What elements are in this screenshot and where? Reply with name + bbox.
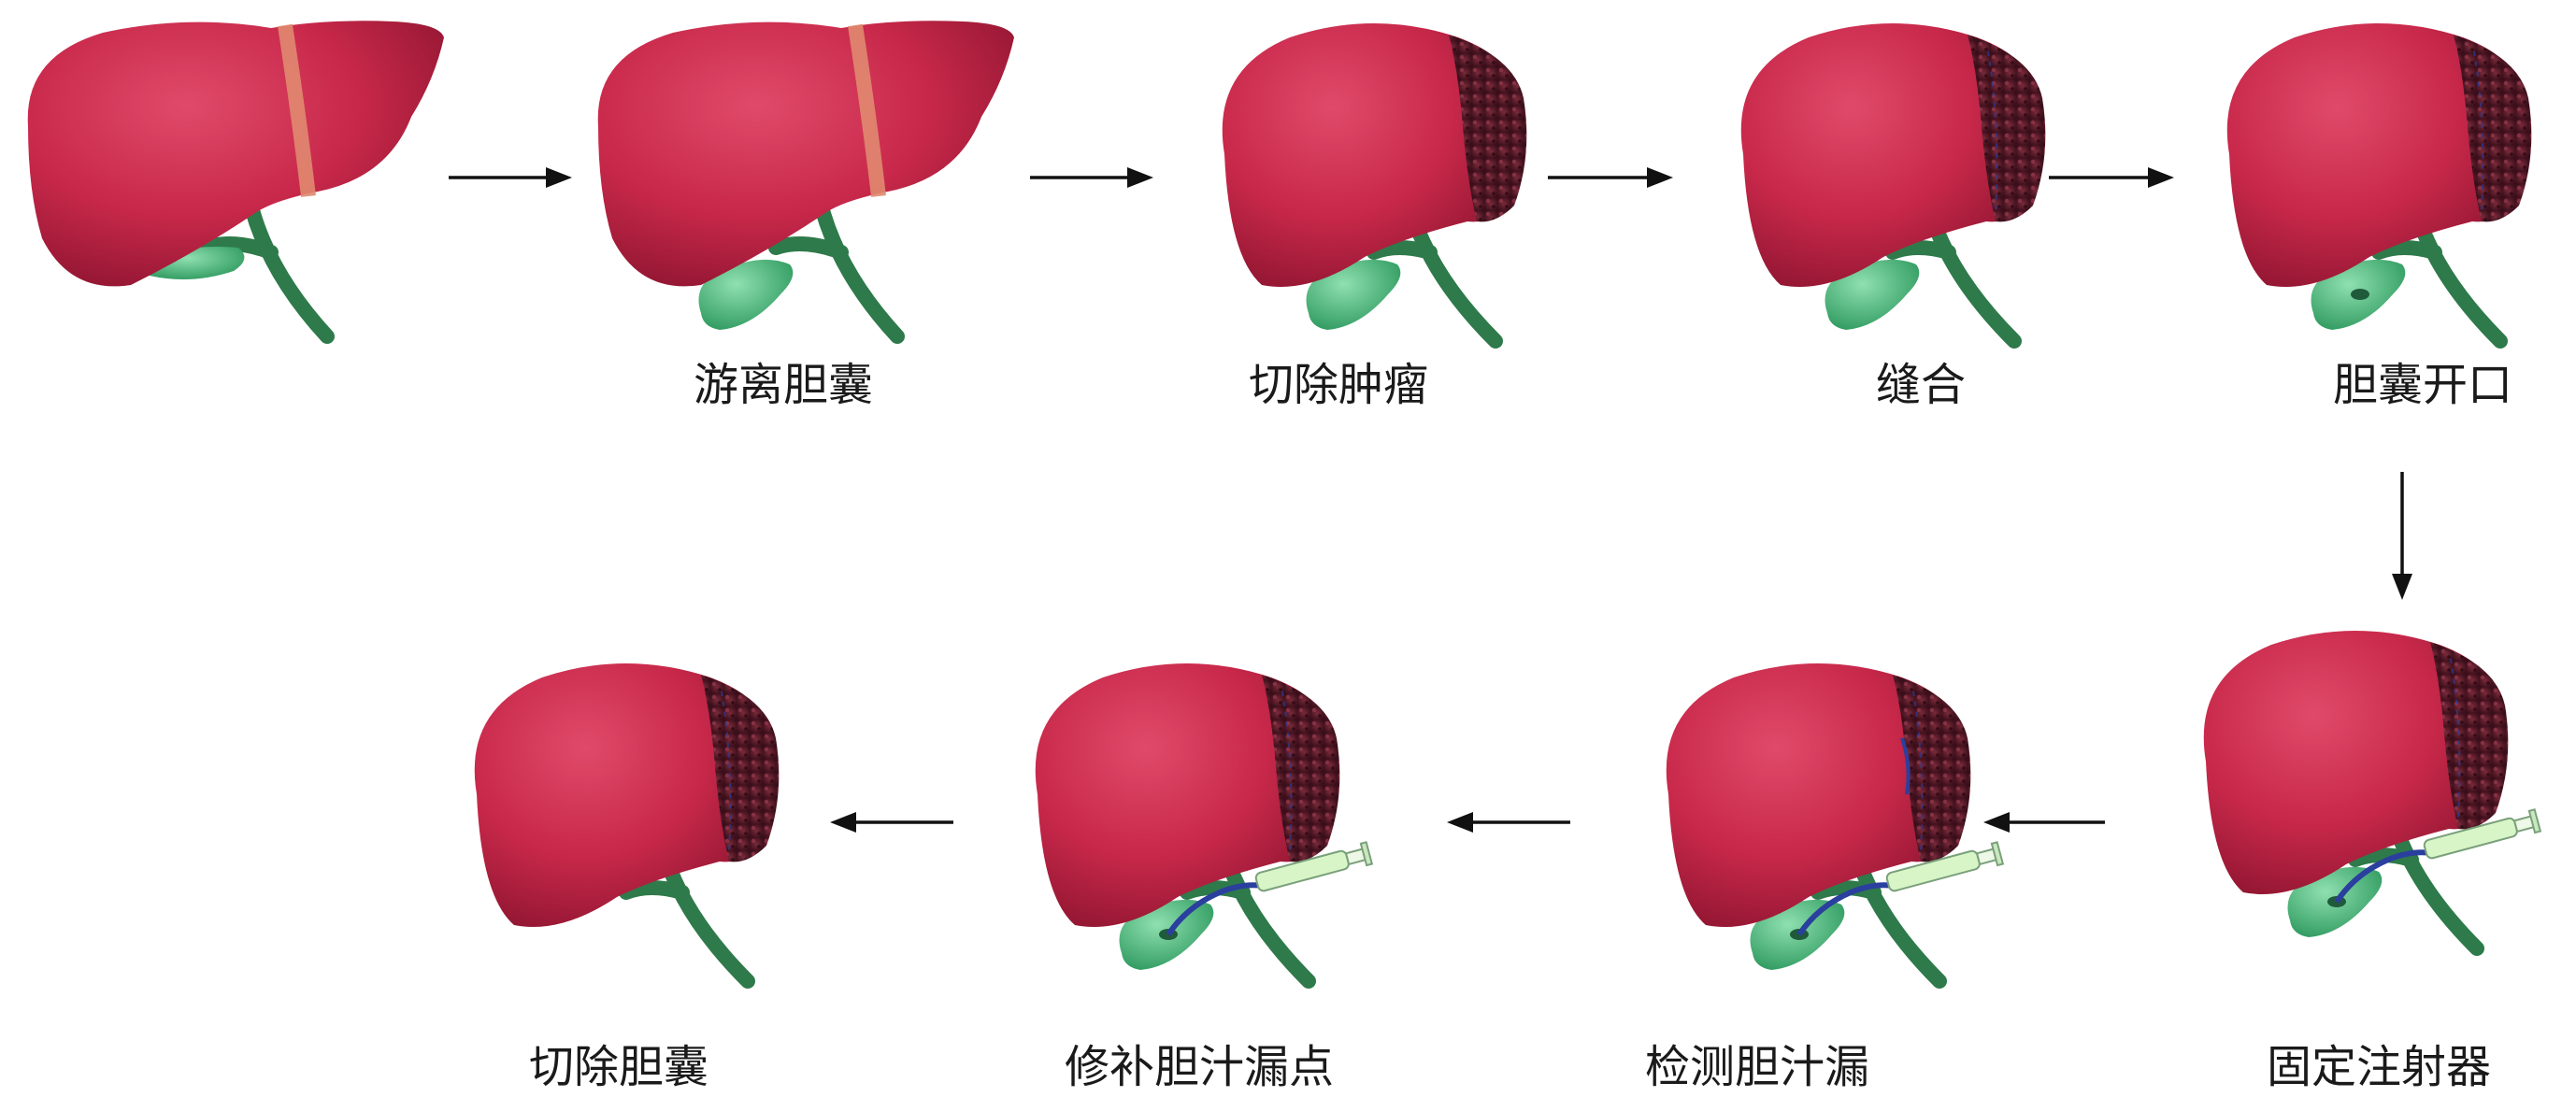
ligament-band bbox=[278, 23, 316, 197]
arrow-left-2 bbox=[1447, 812, 1570, 833]
step-label-9: 切除胆囊 bbox=[529, 1041, 708, 1093]
resection-surface bbox=[2454, 35, 2532, 222]
gallbladder bbox=[698, 259, 794, 330]
arrow-right-2 bbox=[1030, 167, 1153, 188]
connecting-tube bbox=[1166, 882, 1263, 936]
liver-model-step-9 bbox=[474, 663, 780, 989]
resection-surface bbox=[1449, 35, 1527, 222]
connecting-tube bbox=[1796, 882, 1894, 936]
liver bbox=[474, 663, 765, 927]
liver-model-step-8 bbox=[1035, 663, 1374, 989]
connecting-tube bbox=[2334, 849, 2431, 904]
syringe bbox=[2423, 808, 2542, 860]
gallbladder bbox=[1825, 259, 1920, 330]
resection-surface bbox=[2430, 642, 2509, 830]
syringe bbox=[1254, 841, 1374, 892]
gallbladder bbox=[1306, 259, 1401, 330]
liver bbox=[27, 21, 444, 287]
ligament-band bbox=[848, 23, 886, 197]
step-label-5: 胆囊开口 bbox=[2333, 359, 2512, 411]
liver-model-step-2 bbox=[597, 21, 1014, 344]
liver-model-step-5 bbox=[2226, 23, 2532, 349]
bile-duct bbox=[768, 203, 905, 344]
resection-surface bbox=[1262, 675, 1340, 862]
liver-model-step-3 bbox=[1222, 23, 1527, 349]
liver bbox=[2226, 23, 2517, 287]
syringe bbox=[1885, 841, 2005, 892]
liver-model-step-6 bbox=[2203, 631, 2542, 956]
arrow-left-3 bbox=[830, 812, 953, 833]
bile-leak-trace bbox=[1900, 737, 1911, 795]
step-label-3: 切除肿瘤 bbox=[1249, 359, 1428, 411]
liver-model-step-4 bbox=[1740, 23, 2046, 349]
liver-model-step-1 bbox=[27, 21, 444, 344]
arrow-right-4 bbox=[2049, 167, 2174, 188]
step-label-4: 缝合 bbox=[1876, 359, 1966, 411]
bile-duct bbox=[198, 203, 335, 344]
arrow-right-3 bbox=[1548, 167, 1673, 188]
arrow-right-1 bbox=[449, 167, 572, 188]
step-label-7: 检测胆汁漏 bbox=[1645, 1041, 1869, 1093]
liver bbox=[1666, 663, 1956, 927]
step-label-6: 固定注射器 bbox=[2267, 1041, 2491, 1093]
liver bbox=[2203, 631, 2494, 894]
step-label-8: 修补胆汁漏点 bbox=[1065, 1041, 1334, 1093]
liver bbox=[1222, 23, 1512, 287]
liver bbox=[1740, 23, 2031, 287]
liver bbox=[597, 21, 1014, 287]
resection-surface bbox=[1893, 675, 1971, 862]
resection-surface bbox=[1968, 35, 2046, 222]
gallbladder-opening bbox=[2351, 289, 2369, 300]
liver bbox=[1035, 663, 1325, 927]
resection-surface bbox=[701, 675, 780, 862]
arrow-left-1 bbox=[1983, 812, 2105, 833]
arrow-down bbox=[2392, 472, 2412, 600]
step-label-2: 游离胆囊 bbox=[694, 359, 873, 411]
liver-model-step-7 bbox=[1666, 663, 2005, 989]
